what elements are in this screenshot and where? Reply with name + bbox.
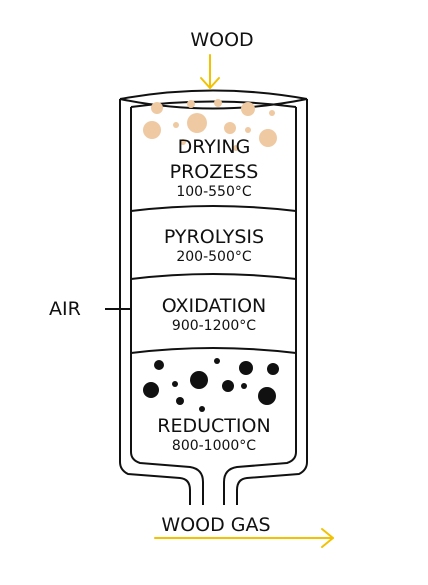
reactor-vessel	[119, 89, 308, 505]
pyrolysis-zone-temp: 200-500°C	[176, 249, 251, 265]
reduction-zone-temp: 800-1000°C	[172, 438, 256, 454]
wood-particles	[143, 99, 277, 151]
drying-zone-label-line2: PROZESS	[170, 161, 259, 183]
oxidation-zone-label: OXIDATION	[162, 295, 267, 317]
wood-input-arrow-icon	[200, 54, 220, 89]
wood-gas-output-label: WOOD GAS	[161, 514, 270, 536]
drying-zone-temp: 100-550°C	[176, 184, 251, 200]
air-inlet-label: AIR	[49, 298, 81, 320]
oxidation-zone-temp: 900-1200°C	[172, 318, 256, 334]
wood-input-label: WOOD	[190, 29, 253, 51]
char-particles	[143, 358, 279, 412]
pyrolysis-zone-label: PYROLYSIS	[164, 226, 264, 248]
drying-zone-label-line1: DRYING	[178, 136, 251, 158]
reduction-zone-label: REDUCTION	[157, 415, 270, 437]
wood-gas-output-arrow-icon	[154, 528, 334, 548]
